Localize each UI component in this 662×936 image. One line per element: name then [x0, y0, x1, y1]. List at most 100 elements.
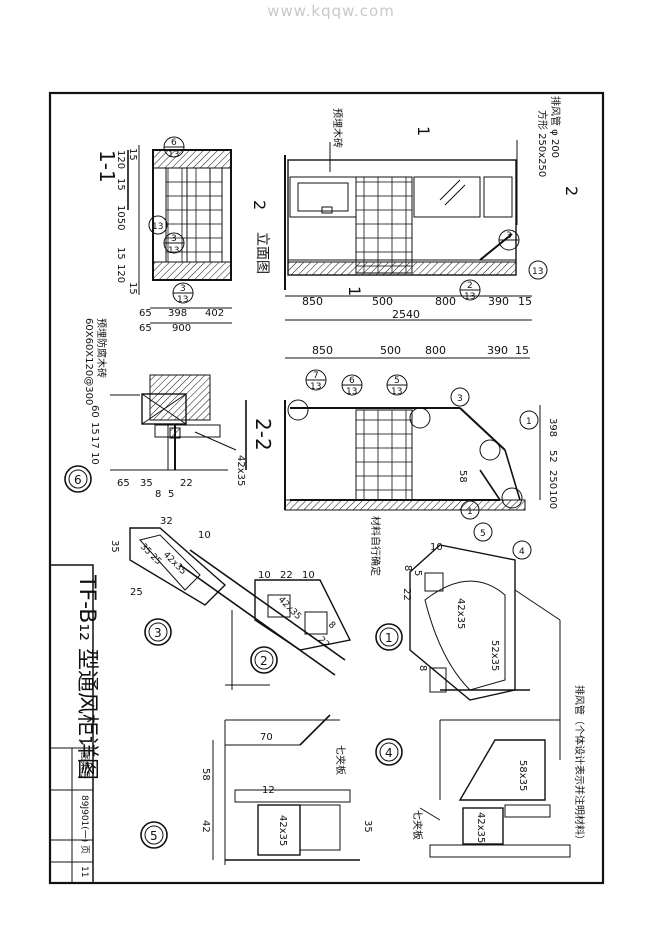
- dim-22-100: 100: [547, 490, 558, 509]
- detail-circle-b: [501, 487, 523, 509]
- svg-text:13: 13: [168, 246, 179, 256]
- detail-3-marker: 3: [144, 618, 172, 646]
- detail-3-view: 32 10 35 25 42x35 35 25 3: [109, 516, 346, 676]
- callout-3-13c: 3 13: [172, 282, 194, 305]
- cut-mark-2-right: 2: [562, 186, 581, 196]
- dim-22-850: 850: [312, 344, 333, 357]
- svg-text:13: 13: [152, 222, 163, 232]
- atlas-number: 89J901(一): [79, 795, 89, 842]
- dim-1-1-1050: 1050: [115, 205, 126, 230]
- dim-1-1-65b: 65: [139, 323, 152, 334]
- svg-text:13: 13: [346, 387, 357, 397]
- svg-text:13: 13: [464, 292, 475, 302]
- dim-5-35: 35: [362, 820, 373, 833]
- svg-text:3: 3: [154, 626, 162, 640]
- detail-6-label: 预埋防腐木砖: [95, 318, 108, 378]
- dim-1-10: 10: [430, 542, 443, 553]
- svg-text:1: 1: [467, 507, 473, 517]
- detail-circle-c: [409, 407, 431, 429]
- dim-1-8a: 8: [402, 565, 413, 571]
- dim-1-1-15d: 15: [127, 282, 138, 295]
- dim-22-390: 390: [487, 344, 508, 357]
- dim-6-35: 35: [140, 478, 153, 489]
- svg-text:5: 5: [150, 829, 158, 843]
- callout-5-13: 5 13: [386, 374, 408, 397]
- dim-22-398: 398: [547, 418, 558, 437]
- callout-7-13: 7 13: [305, 369, 327, 392]
- dim-5-42: 42: [200, 820, 211, 833]
- callout-5-22: 5: [473, 522, 493, 542]
- dim-1-52x35: 52x35: [489, 640, 500, 671]
- callout-2-13: 2 13: [459, 279, 481, 302]
- svg-text:5: 5: [480, 529, 486, 539]
- sheet-border: [48, 91, 605, 885]
- svg-text:1: 1: [385, 631, 393, 645]
- label-5-plywood: 七夹板: [334, 745, 347, 775]
- dim-2-10b: 10: [302, 570, 315, 581]
- callout-3-13a: 3 13: [163, 232, 185, 256]
- dim-22-800: 800: [425, 344, 446, 357]
- callout-3-13-elev: 3: [498, 229, 520, 251]
- section-2-2-title: 2-2: [251, 418, 275, 451]
- dim-1-5: 5: [412, 570, 423, 576]
- detail-circle-a: [479, 439, 501, 461]
- callout-6-13: 6 13: [163, 136, 185, 160]
- dim-1-1-402: 402: [205, 308, 224, 319]
- callout-1-22b: 1: [460, 500, 480, 520]
- label-4-plywood: 七夹板: [411, 810, 424, 840]
- svg-text:6: 6: [74, 473, 82, 487]
- dim-3-25a: 25: [130, 587, 143, 598]
- detail-6-spec: 60X60X120@300: [83, 318, 94, 405]
- label-square-duct: 方形 250x250: [536, 110, 549, 177]
- dim-1-1-15c: 15: [127, 148, 138, 161]
- dim-3-10: 10: [198, 530, 211, 541]
- detail-5-view: 70 58 42 12 35 42x35 七夹板 5: [140, 714, 373, 865]
- watermark: www.kqqw.com: [267, 2, 395, 20]
- dim-1-8b: 8: [417, 665, 428, 671]
- dim-1-1-65a: 65: [139, 308, 152, 319]
- dim-5-70: 70: [260, 732, 273, 743]
- dim-2-42x35: 42x35: [276, 595, 303, 622]
- dim-elev-2540: 2540: [392, 308, 420, 321]
- dim-6-15: 15: [89, 422, 100, 435]
- dim-22-250: 250: [547, 470, 558, 489]
- svg-text:2: 2: [260, 654, 268, 668]
- detail-6-view: 预埋防腐木砖 60X60X120@300 60 15 17 10 42x35 6…: [64, 318, 246, 500]
- page-label: 页: [79, 845, 90, 854]
- dim-3-42x35: 42x35: [161, 550, 188, 577]
- detail-4-view: 58x35 42x35 排风管（个体设计表示并注明材料） 七夹板 4: [375, 685, 586, 858]
- svg-text:3: 3: [180, 284, 186, 294]
- label-material: 材料自行确定: [369, 516, 382, 576]
- dim-22-52: 52: [547, 450, 558, 463]
- svg-text:13: 13: [177, 295, 188, 305]
- dim-5-12: 12: [262, 785, 275, 796]
- callout-3-22: 3: [450, 387, 470, 407]
- label-wood-block: 预埋木砖: [331, 108, 344, 148]
- dim-elev-390: 390: [488, 295, 509, 308]
- section-1-1-title: 1-1: [95, 150, 119, 183]
- detail-4-marker: 4: [375, 738, 403, 766]
- callout-13-elev: 13: [528, 260, 548, 280]
- callout-13b: 13: [148, 215, 168, 235]
- cut-mark-1-top: 1: [414, 126, 433, 136]
- elevation-view: 立面图 2 2 1 1 预埋木砖 排风管 φ 200 方形 250x250 2 …: [250, 96, 581, 321]
- dim-3-25b: 25: [148, 552, 163, 567]
- dim-6-65: 65: [117, 478, 130, 489]
- sheet-title: TF-B₁₂ 型通风柜详图: [74, 574, 99, 780]
- dim-1-1-900: 900: [172, 323, 191, 334]
- dim-1-1-15a: 15: [115, 178, 126, 191]
- svg-text:13: 13: [532, 267, 543, 277]
- dim-3-32: 32: [160, 516, 173, 527]
- dim-22-15: 15: [515, 344, 529, 357]
- dim-5-58: 58: [200, 768, 211, 781]
- dim-elev-800: 800: [435, 295, 456, 308]
- dim-6-8: 8: [155, 489, 161, 500]
- dim-6-60: 60: [89, 405, 100, 418]
- svg-text:3: 3: [506, 231, 512, 241]
- callout-1-22a: 1: [519, 410, 539, 430]
- detail-circle-d: [287, 399, 309, 421]
- svg-text:5: 5: [394, 376, 400, 386]
- detail-1-marker: 1: [375, 623, 403, 651]
- title-block: TF-B₁₂ 型通风柜详图 图集号 89J901(一) 页 11: [49, 564, 99, 884]
